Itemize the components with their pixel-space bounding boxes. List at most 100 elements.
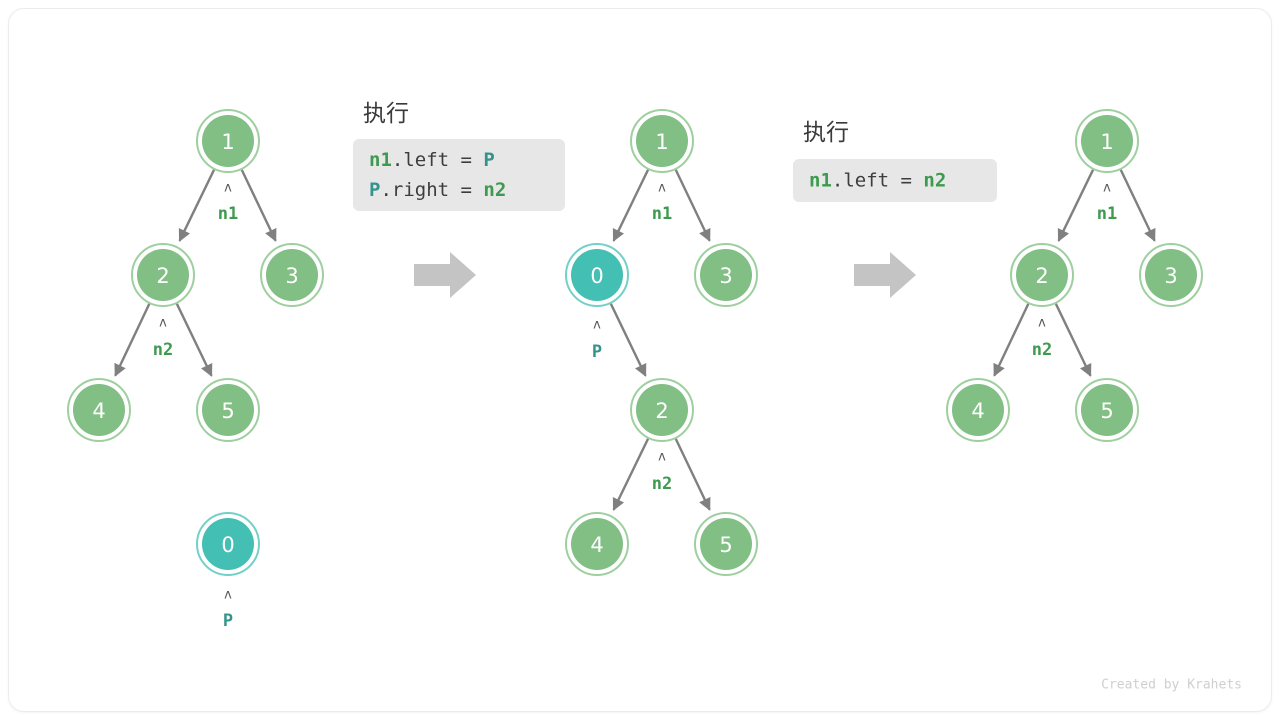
- tree-edges-layer: [114, 169, 1156, 511]
- tree-node[interactable]: 5: [196, 378, 260, 442]
- node-value-label: 5: [1100, 399, 1113, 423]
- tree-edge: [175, 303, 213, 377]
- node-outer-ring: [1075, 109, 1139, 173]
- tree-edge: [1119, 169, 1156, 242]
- node-value-label: 4: [971, 399, 984, 423]
- tree-node[interactable]: 1: [196, 109, 260, 173]
- code-token: n2: [923, 170, 946, 192]
- node-circle: [1145, 249, 1197, 301]
- tree-edge: [612, 169, 650, 242]
- node-outer-ring: [260, 243, 324, 307]
- code-line: n1.left = P: [369, 149, 495, 171]
- tree-node[interactable]: 1: [1075, 109, 1139, 173]
- node-outer-ring: [565, 512, 629, 576]
- pointer-label: n2: [1032, 340, 1052, 360]
- node-circle: [571, 249, 623, 301]
- code-token: n1: [809, 170, 832, 192]
- tree-edge: [674, 438, 711, 511]
- tree-edge: [178, 169, 216, 242]
- node-value-label: 5: [719, 533, 732, 557]
- tree-node[interactable]: 2: [131, 243, 195, 307]
- pointer-caret-icon: ʌ: [224, 181, 232, 196]
- node-outer-ring: [946, 378, 1010, 442]
- code-token: .left =: [392, 149, 484, 171]
- node-value-label: 3: [285, 264, 298, 288]
- pointer-label: n1: [1097, 204, 1117, 224]
- node-outer-ring: [565, 243, 629, 307]
- code-token: P: [369, 179, 380, 201]
- pointer-caret-icon: ʌ: [1038, 316, 1046, 331]
- tree-node[interactable]: 0: [196, 512, 260, 576]
- code-token: n1: [369, 149, 392, 171]
- node-outer-ring: [1075, 378, 1139, 442]
- node-value-label: 2: [655, 399, 668, 423]
- tree-edge: [993, 303, 1030, 377]
- tree-edge: [1057, 169, 1095, 242]
- node-outer-ring: [630, 378, 694, 442]
- node-circle: [1081, 115, 1133, 167]
- tree-node[interactable]: 4: [565, 512, 629, 576]
- node-value-label: 1: [1100, 130, 1113, 154]
- node-circle: [137, 249, 189, 301]
- flow-arrows-layer: [414, 252, 916, 298]
- pointer-label: n2: [652, 474, 672, 494]
- code-line: P.right = n2: [369, 179, 506, 201]
- node-circle: [952, 384, 1004, 436]
- node-value-label: 5: [221, 399, 234, 423]
- code-token: .left =: [832, 170, 924, 192]
- node-outer-ring: [196, 109, 260, 173]
- node-outer-ring: [694, 243, 758, 307]
- pointer-caret-icon: ʌ: [658, 450, 666, 465]
- node-circle: [636, 115, 688, 167]
- flow-arrow-icon: [414, 252, 476, 298]
- tree-node[interactable]: 4: [67, 378, 131, 442]
- pointer-label: n1: [218, 204, 238, 224]
- tree-edge: [612, 438, 650, 511]
- pointer-label: P: [223, 611, 233, 631]
- node-circle: [1081, 384, 1133, 436]
- node-outer-ring: [196, 512, 260, 576]
- pointer-label: n2: [153, 340, 173, 360]
- node-value-label: 4: [590, 533, 603, 557]
- tree-node[interactable]: 3: [260, 243, 324, 307]
- tree-edge: [114, 303, 151, 377]
- pointer-caret-icon: ʌ: [1103, 181, 1111, 196]
- tree-node[interactable]: 0: [565, 243, 629, 307]
- tree-node[interactable]: 3: [694, 243, 758, 307]
- tree-edge: [609, 303, 647, 377]
- tree-node[interactable]: 2: [1010, 243, 1074, 307]
- tree-nodes-layer: 1 2 3 4 5 0 1 0 3 2 4 5 1 2 3 4 5: [67, 109, 1203, 576]
- tree-edge: [240, 169, 277, 242]
- pointer-caret-icon: ʌ: [159, 316, 167, 331]
- pointer-caret-icon: ʌ: [593, 318, 601, 333]
- code-token: n2: [483, 179, 506, 201]
- node-circle: [571, 518, 623, 570]
- credit-text: Created by Krahets: [1101, 678, 1242, 693]
- tree-node[interactable]: 5: [1075, 378, 1139, 442]
- node-outer-ring: [1139, 243, 1203, 307]
- tree-node[interactable]: 5: [694, 512, 758, 576]
- node-circle: [73, 384, 125, 436]
- node-circle: [700, 518, 752, 570]
- tree-node[interactable]: 2: [630, 378, 694, 442]
- pointer-caret-icon: ʌ: [658, 181, 666, 196]
- pointer-caret-icon: ʌ: [224, 588, 232, 603]
- tree-node[interactable]: 1: [630, 109, 694, 173]
- node-outer-ring: [67, 378, 131, 442]
- tree-node[interactable]: 3: [1139, 243, 1203, 307]
- node-circle: [202, 518, 254, 570]
- node-value-label: 3: [1164, 264, 1177, 288]
- node-value-label: 0: [590, 264, 603, 288]
- code-line: n1.left = n2: [809, 170, 946, 192]
- flow-arrow-icon: [854, 252, 916, 298]
- node-circle: [1016, 249, 1068, 301]
- tree-edge: [1054, 303, 1092, 377]
- tree-node[interactable]: 4: [946, 378, 1010, 442]
- node-circle: [202, 115, 254, 167]
- step-caption: 执行: [803, 119, 849, 145]
- tree-edge: [674, 169, 711, 242]
